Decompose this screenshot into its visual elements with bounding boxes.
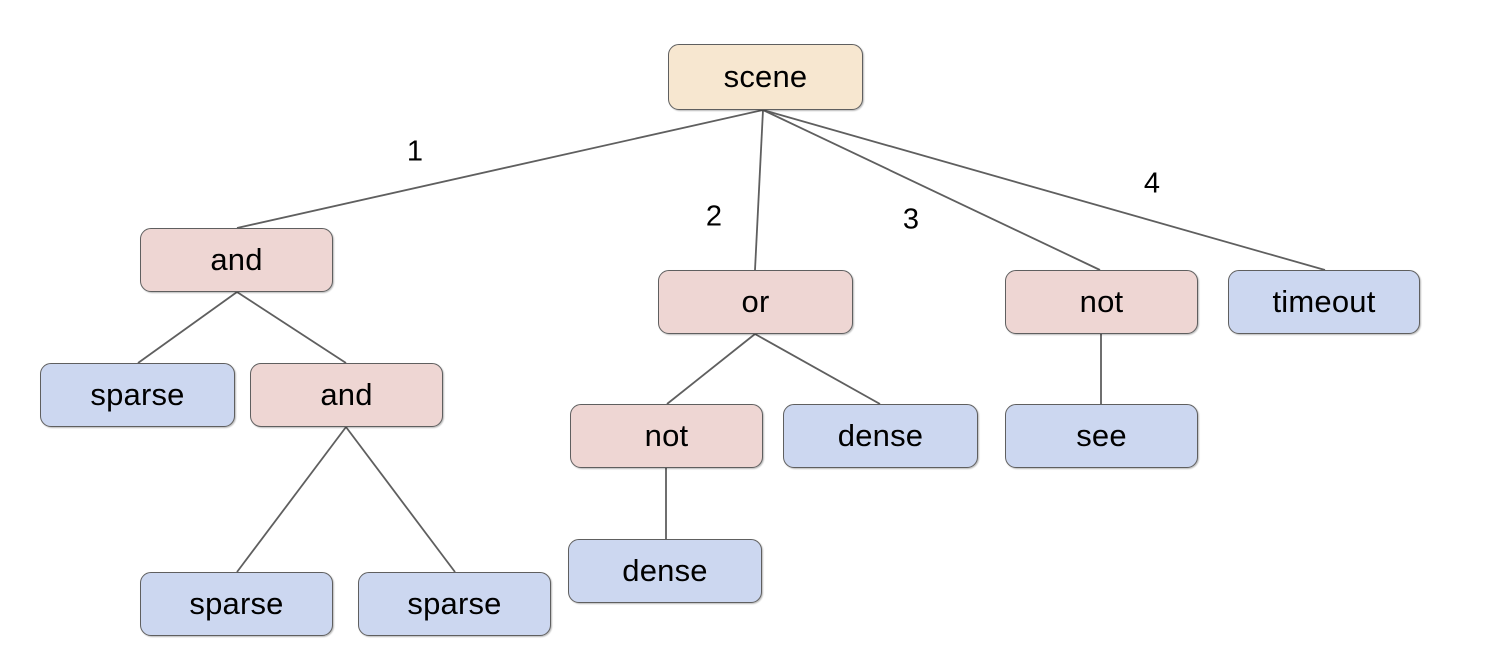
- tree-node-dense2[interactable]: dense: [568, 539, 762, 603]
- tree-edge-and1-to-sparse1: [137, 291, 238, 364]
- tree-node-not2[interactable]: not: [570, 404, 763, 468]
- edge-label-1: 1: [406, 135, 424, 168]
- tree-edge-and1-to-and2: [236, 291, 347, 364]
- edge-label-2: 2: [705, 200, 723, 233]
- tree-edge-scene-to-timeout1: [762, 109, 1326, 271]
- tree-edge-scene-to-and1: [236, 109, 764, 229]
- tree-node-timeout1[interactable]: timeout: [1228, 270, 1420, 334]
- tree-node-scene[interactable]: scene: [668, 44, 863, 110]
- edge-label-4: 4: [1143, 167, 1161, 200]
- tree-edge-scene-to-or1: [754, 109, 764, 271]
- tree-node-dense1[interactable]: dense: [783, 404, 978, 468]
- tree-node-not1[interactable]: not: [1005, 270, 1198, 334]
- tree-node-see1[interactable]: see: [1005, 404, 1198, 468]
- tree-node-sparse1[interactable]: sparse: [40, 363, 235, 427]
- edge-label-3: 3: [902, 203, 920, 236]
- tree-node-or1[interactable]: or: [658, 270, 853, 334]
- tree-edge-or1-to-dense1: [754, 333, 881, 405]
- tree-node-and1[interactable]: and: [140, 228, 333, 292]
- tree-edge-and2-to-sparse2: [236, 426, 347, 573]
- tree-edge-and2-to-sparse3: [345, 426, 456, 573]
- tree-node-sparse2[interactable]: sparse: [140, 572, 333, 636]
- tree-node-sparse3[interactable]: sparse: [358, 572, 551, 636]
- tree-edge-or1-to-not2: [666, 333, 756, 405]
- tree-edge-scene-to-not1: [762, 109, 1101, 271]
- tree-node-and2[interactable]: and: [250, 363, 443, 427]
